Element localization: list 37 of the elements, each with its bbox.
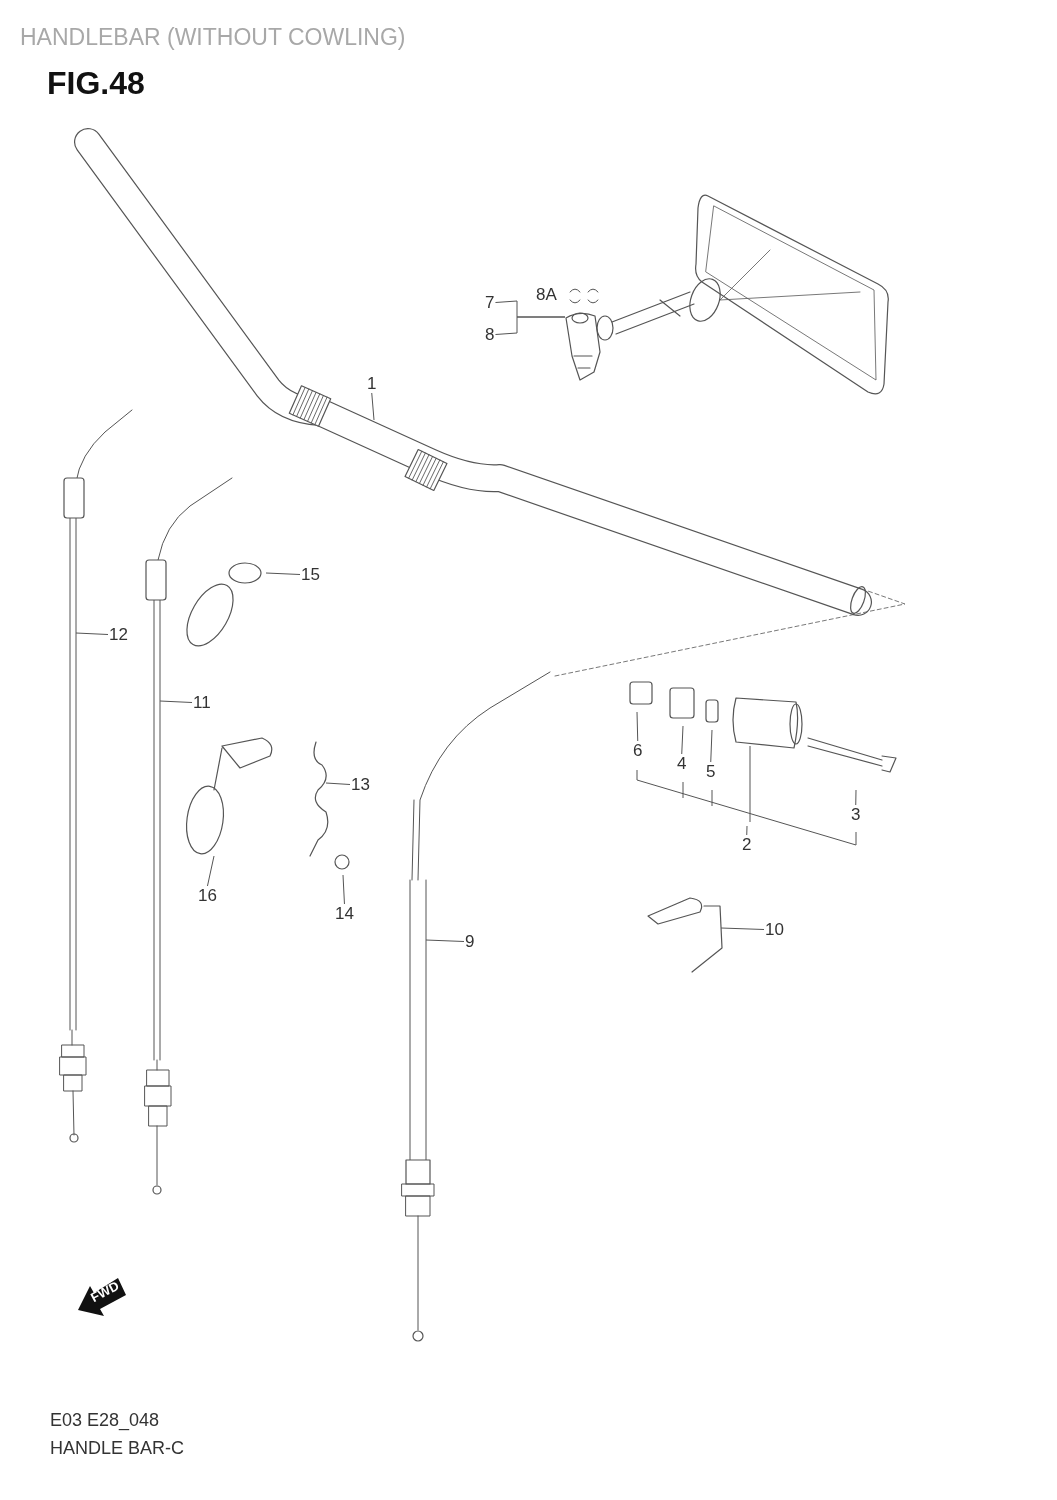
direction-label: FWD	[88, 1278, 121, 1305]
callout-number: 5	[705, 762, 717, 781]
figure-title: FIG.48	[47, 67, 145, 99]
leader-line	[746, 825, 748, 836]
callout-number: 8A	[536, 286, 557, 303]
page-heading: HANDLEBAR (WITHOUT COWLING)	[20, 26, 406, 49]
callout-number: 4	[676, 754, 688, 773]
leader-line	[855, 789, 857, 806]
callout-number: 12	[108, 625, 129, 644]
callout-number: 8	[484, 325, 496, 344]
callout-number: 2	[741, 835, 753, 854]
callout-number: 13	[350, 775, 371, 794]
callout-number: 11	[192, 693, 212, 712]
leader-line	[159, 700, 193, 703]
callout-number: 15	[300, 565, 321, 584]
callout-number: 3	[850, 805, 862, 824]
callout-number: 14	[334, 904, 355, 923]
callout-number: 9	[464, 932, 476, 951]
callout-number: 16	[197, 886, 218, 905]
callout-number: 6	[632, 741, 644, 760]
leader-line	[720, 927, 765, 930]
leader-line	[75, 632, 109, 635]
callout-number: 10	[764, 920, 785, 939]
leader-line	[710, 729, 713, 763]
drawing-code: E03 E28_048	[50, 1411, 160, 1429]
drawing-name: HANDLE BAR-C	[50, 1439, 185, 1457]
leader-line	[265, 572, 301, 575]
leader-line	[371, 392, 375, 421]
leader-line	[636, 711, 639, 742]
leader-line	[681, 725, 684, 755]
leader-line	[206, 855, 215, 887]
leader-line	[494, 316, 566, 335]
leader-line	[325, 782, 351, 785]
leader-line	[425, 939, 465, 942]
callout-number: 7	[484, 293, 496, 312]
leader-line	[342, 874, 345, 905]
callout-number: 1	[366, 374, 378, 393]
